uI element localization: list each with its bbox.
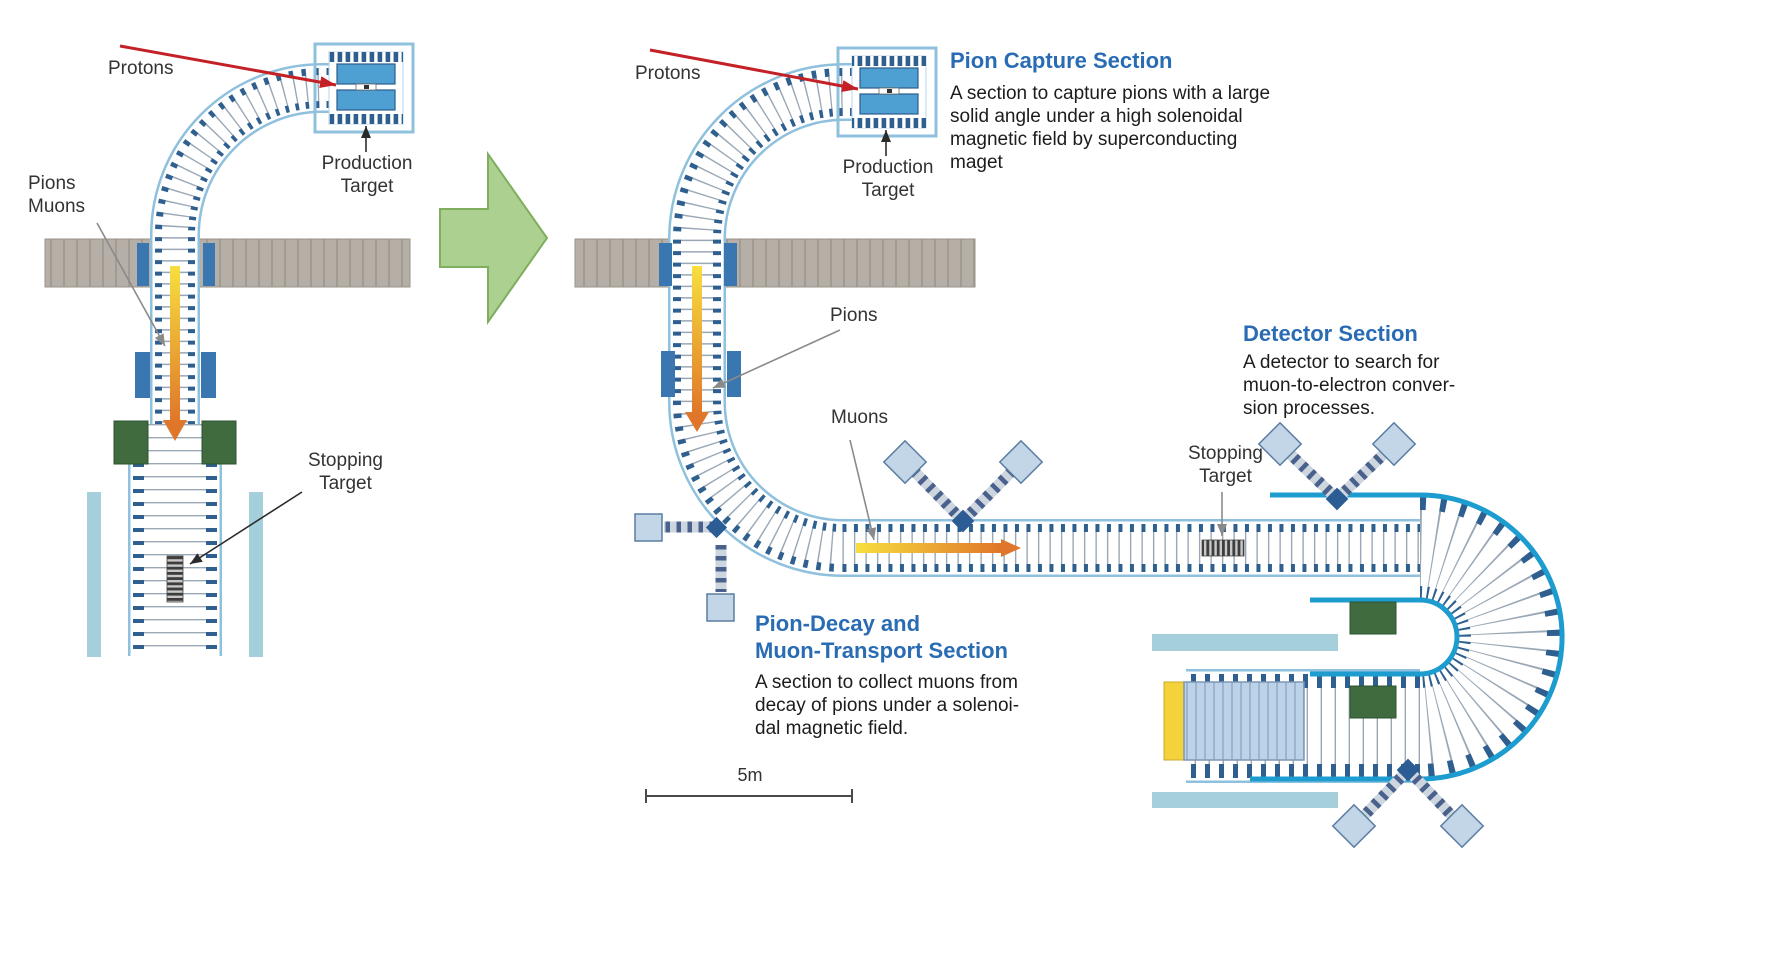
- right-muons-pointer: [849, 439, 877, 541]
- pion-capture-title: Pion Capture Section: [950, 48, 1173, 73]
- label-muons-right: Muons: [831, 407, 889, 428]
- pion-decay-title: Pion-Decay and Muon-Transport Section: [755, 611, 1008, 663]
- label-protons-right: Protons: [635, 63, 701, 84]
- left-mid-magnet-2: [201, 352, 216, 398]
- left-shield-green-1: [113, 420, 149, 465]
- label-production-target-right: Production Target: [842, 157, 934, 201]
- right-shield-green-1: [1349, 601, 1397, 635]
- left-diagram: [44, 42, 415, 657]
- right-side-bar-2: [1152, 792, 1338, 808]
- right-pions-pointer: [712, 329, 841, 389]
- transition-arrow: [439, 150, 549, 326]
- detector-body: [1183, 681, 1305, 761]
- left-side-bar-1: [87, 492, 101, 657]
- left-shield-wall: [44, 238, 411, 288]
- scale-bar: [645, 789, 853, 803]
- left-mid-magnet-1: [135, 352, 150, 398]
- right-side-bar-1: [1152, 634, 1338, 651]
- right-mid-magnet-1: [661, 351, 675, 397]
- label-pions-right: Pions: [830, 305, 878, 326]
- support-tower-3: [1331, 758, 1485, 849]
- left-side-bar-2: [249, 492, 263, 657]
- pion-capture-description: A section to capture pions with a large …: [950, 83, 1271, 173]
- label-production-target-left: Production Target: [321, 153, 413, 197]
- detector-section-description: A detector to search for muon-to-electro…: [1243, 352, 1456, 419]
- right-diagram: [574, 46, 1565, 849]
- right-wall-magnet-2: [724, 243, 737, 286]
- left-stopping-target-pointer: [189, 491, 303, 565]
- cryostat-outer-outline: [1250, 492, 1565, 782]
- left-beam-arrow: [163, 266, 187, 441]
- support-tower-1: [882, 439, 1044, 533]
- left-wall-magnet-1: [137, 243, 149, 286]
- label-stopping-target-left: Stopping Target: [307, 450, 383, 494]
- right-mid-magnet-2: [727, 351, 741, 397]
- left-wall-magnet-2: [203, 243, 215, 286]
- right-production-target: [836, 46, 938, 138]
- label-stopping-target-right: Stopping Target: [1187, 443, 1263, 487]
- right-muon-arrow: [856, 539, 1021, 557]
- left-stopping-target: [166, 555, 184, 603]
- left-production-target: [313, 42, 415, 134]
- detector-yellow-cap: [1163, 681, 1185, 761]
- scale-label: 5m: [737, 765, 763, 785]
- detector-section-title: Detector Section: [1243, 321, 1418, 346]
- right-shield-green-2: [1349, 685, 1397, 719]
- right-hairpin-solenoid: [1420, 548, 1509, 726]
- support-tower-2: [1257, 421, 1417, 511]
- right-wall-magnet-1: [659, 243, 672, 286]
- left-pions-muons-pointer: [96, 222, 166, 347]
- left-shield-green-2: [201, 420, 237, 465]
- right-shield-wall: [574, 238, 976, 288]
- cryostat-inner-outline: [1310, 597, 1460, 677]
- left-proton-arrow: [119, 44, 337, 89]
- right-stopping-target: [1201, 539, 1245, 557]
- bend-service-ports: [634, 513, 735, 622]
- right-proton-arrow: [649, 48, 859, 92]
- label-pions-muons-left: Pions Muons: [28, 173, 86, 217]
- right-pion-arrow: [685, 266, 709, 432]
- pion-decay-description: A section to collect muons from decay of…: [755, 672, 1020, 739]
- label-protons-left: Protons: [108, 58, 174, 79]
